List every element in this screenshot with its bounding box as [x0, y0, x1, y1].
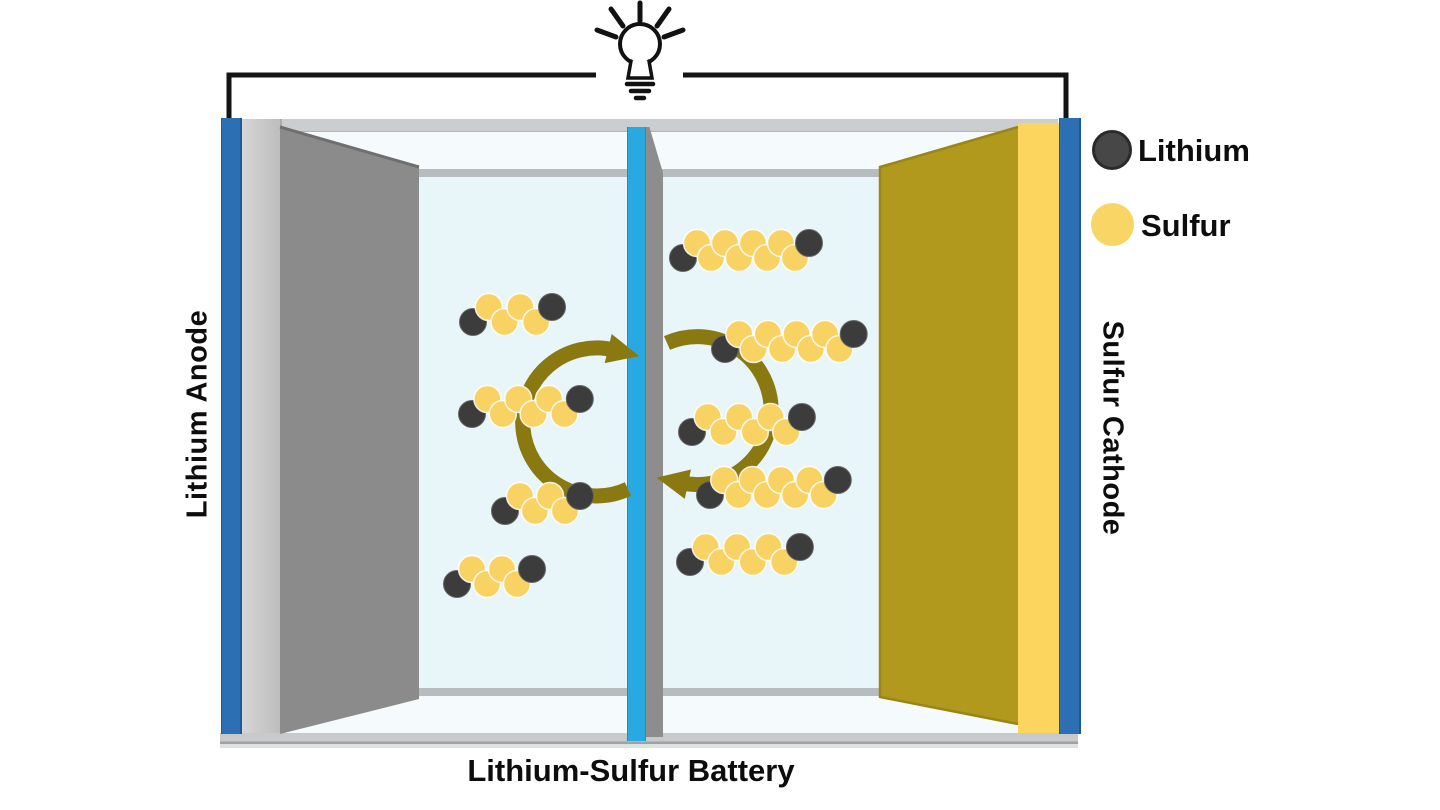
battery-base	[220, 733, 1078, 748]
cathode-terminal-bar	[1059, 118, 1081, 734]
diagram-title: Lithium-Sulfur Battery	[467, 753, 795, 788]
separator-membrane	[627, 127, 646, 741]
circuit-wire	[226, 72, 1069, 123]
separator-backing-panel	[646, 127, 663, 737]
bulb-rays	[594, 0, 686, 40]
anode-label: Lithium Anode	[181, 309, 214, 519]
anode-terminal-bar	[221, 118, 242, 734]
lithium-legend-label: Lithium	[1138, 133, 1250, 168]
cathode-label: Sulfur Cathode	[1096, 320, 1129, 536]
sulfur-layer-strip	[1018, 123, 1059, 733]
sulfur-legend-label: Sulfur	[1141, 208, 1231, 243]
lithium-metal-strip	[239, 119, 282, 733]
sulfur-legend-swatch	[1091, 203, 1134, 246]
lithium-legend-swatch	[1092, 130, 1132, 170]
light-bulb-icon	[594, 0, 686, 101]
